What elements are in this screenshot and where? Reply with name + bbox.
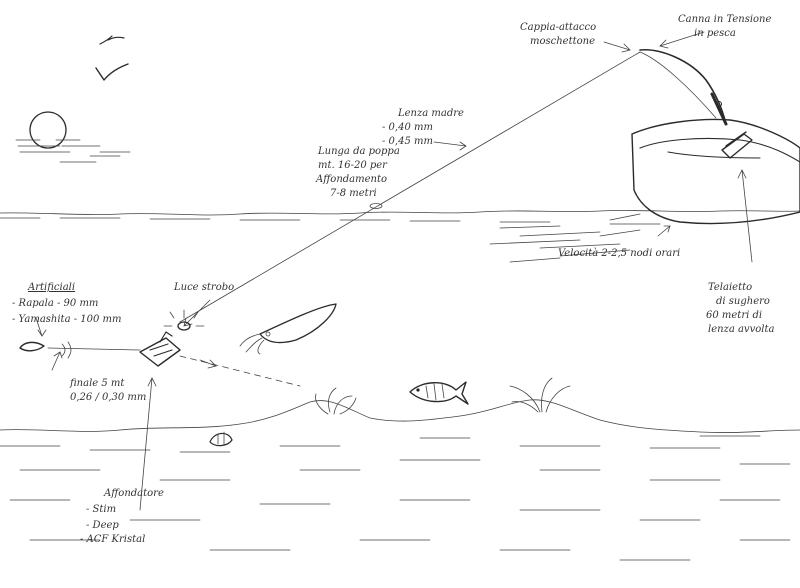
svg-text:di sughero: di sughero bbox=[716, 296, 770, 307]
svg-text:in pesca: in pesca bbox=[694, 28, 736, 39]
label-telaietto: Telaietto di sughero 60 metri di lenza a… bbox=[706, 282, 774, 335]
svg-text:Canna in Tensione: Canna in Tensione bbox=[678, 14, 771, 25]
label-cappia: Cappia-attacco moschettone bbox=[520, 22, 596, 47]
seaweed-icon bbox=[315, 387, 357, 415]
fishing-rod bbox=[639, 49, 728, 126]
label-lenza-madre: Lenza madre - 0,40 mm - 0,45 mm bbox=[382, 108, 464, 147]
svg-text:Cappia-attacco: Cappia-attacco bbox=[520, 22, 596, 33]
sun-icon bbox=[15, 111, 131, 163]
svg-text:Lunga da poppa: Lunga da poppa bbox=[317, 146, 400, 157]
label-velocita: Velocità 2-2,5 nodi orari bbox=[558, 248, 680, 259]
label-affondatore: Affondatore - Stim - Deep - ACF Kristal bbox=[80, 488, 164, 545]
svg-text:moschettone: moschettone bbox=[530, 36, 595, 47]
svg-text:mt. 16-20 per: mt. 16-20 per bbox=[318, 160, 388, 171]
svg-text:Artificiali: Artificiali bbox=[27, 282, 75, 293]
svg-text:60 metri di: 60 metri di bbox=[706, 310, 762, 321]
seabed bbox=[0, 399, 800, 433]
main-line bbox=[179, 51, 641, 323]
lure-icon bbox=[19, 341, 72, 359]
svg-text:- Stim: - Stim bbox=[86, 504, 116, 515]
svg-text:- Deep: - Deep bbox=[86, 520, 119, 531]
label-finale: finale 5 mt 0,26 / 0,30 mm bbox=[69, 378, 146, 403]
svg-text:Affondatore: Affondatore bbox=[103, 488, 164, 499]
fish-icon bbox=[409, 381, 469, 405]
svg-text:Luce strobo: Luce strobo bbox=[173, 282, 234, 293]
boat-wake bbox=[489, 213, 641, 263]
svg-text:- 0,40 mm: - 0,40 mm bbox=[382, 122, 433, 133]
svg-text:- Yamashita - 100 mm: - Yamashita - 100 mm bbox=[12, 314, 122, 325]
svg-text:Lenza madre: Lenza madre bbox=[397, 108, 464, 119]
water-surface bbox=[0, 210, 800, 216]
telaietto-icon bbox=[721, 131, 753, 159]
shell-icon bbox=[209, 431, 233, 447]
svg-text:Affondamento: Affondamento bbox=[315, 174, 387, 185]
boat bbox=[631, 118, 800, 225]
svg-text:0,26 / 0,30 mm: 0,26 / 0,30 mm bbox=[70, 392, 146, 403]
svg-text:7-8 metri: 7-8 metri bbox=[330, 188, 377, 199]
svg-text:- ACF Kristal: - ACF Kristal bbox=[80, 534, 145, 545]
svg-text:- Rapala - 90 mm: - Rapala - 90 mm bbox=[12, 298, 98, 309]
affondatore-device bbox=[139, 331, 181, 367]
label-luce: Luce strobo bbox=[173, 282, 234, 293]
strobe-light-icon bbox=[163, 309, 205, 331]
label-lunga: Lunga da poppa mt. 16-20 per Affondament… bbox=[315, 146, 400, 199]
svg-text:Velocità 2-2,5 nodi orari: Velocità 2-2,5 nodi orari bbox=[558, 248, 680, 259]
bird-icon bbox=[99, 35, 125, 45]
svg-text:- 0,45 mm: - 0,45 mm bbox=[382, 136, 433, 147]
label-artificiali: Artificiali - Rapala - 90 mm - Yamashita… bbox=[12, 282, 122, 325]
svg-text:finale 5 mt: finale 5 mt bbox=[69, 378, 125, 389]
label-canna: Canna in Tensione in pesca bbox=[678, 14, 771, 39]
svg-text:Telaietto: Telaietto bbox=[708, 282, 752, 293]
svg-text:lenza avvolta: lenza avvolta bbox=[708, 324, 774, 335]
squid-icon bbox=[239, 303, 337, 355]
seaweed-icon bbox=[509, 377, 571, 413]
bird-icon bbox=[95, 63, 129, 81]
